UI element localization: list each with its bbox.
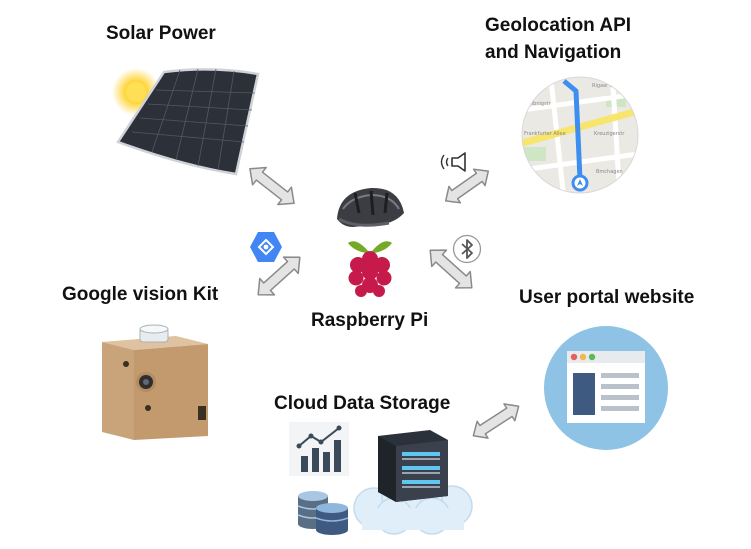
geolocation-label-line1: Geolocation API [485,15,632,36]
geolocation-label-line2: and Navigation [485,42,622,63]
solar-power-label: Solar Power [106,23,216,44]
navigation-map: Leibnigstr Rigaer Str Frankfurter Allee … [520,75,640,195]
arrow-cloud-to-portal [470,401,522,441]
bluetooth-icon [452,234,482,264]
map-street-2: Rigaer Str [592,83,618,89]
google-cloud-hexagon-icon [249,231,283,263]
arrow-solar-to-pi [246,164,298,208]
cloud-server-icon [352,428,474,536]
arrow-pi-to-portal [426,246,476,292]
arrow-geo-to-pi [442,166,492,206]
google-vision-kit-label: Google vision Kit [62,284,219,305]
analytics-chart-icon [289,422,351,478]
raspberry-pi-logo-icon [344,237,396,301]
map-street-5: Bmchagen [596,169,623,175]
cloud-data-storage-label: Cloud Data Storage [274,393,451,414]
raspberry-pi-label: Raspberry Pi [311,310,429,331]
speaker-icon [440,151,468,173]
user-portal-label: User portal website [519,287,695,308]
map-street-3: Frankfurter Allee [524,131,566,137]
database-icon [296,488,352,536]
bike-helmet-icon [333,183,407,233]
map-street-4: Kreuzigerstr [594,131,625,137]
arrow-vision-to-pi [253,252,305,300]
map-street-1: Leibnigstr [526,101,552,107]
user-portal-website-icon [543,325,669,451]
solar-panel-image [112,62,262,180]
google-vision-kit-box [100,324,212,442]
